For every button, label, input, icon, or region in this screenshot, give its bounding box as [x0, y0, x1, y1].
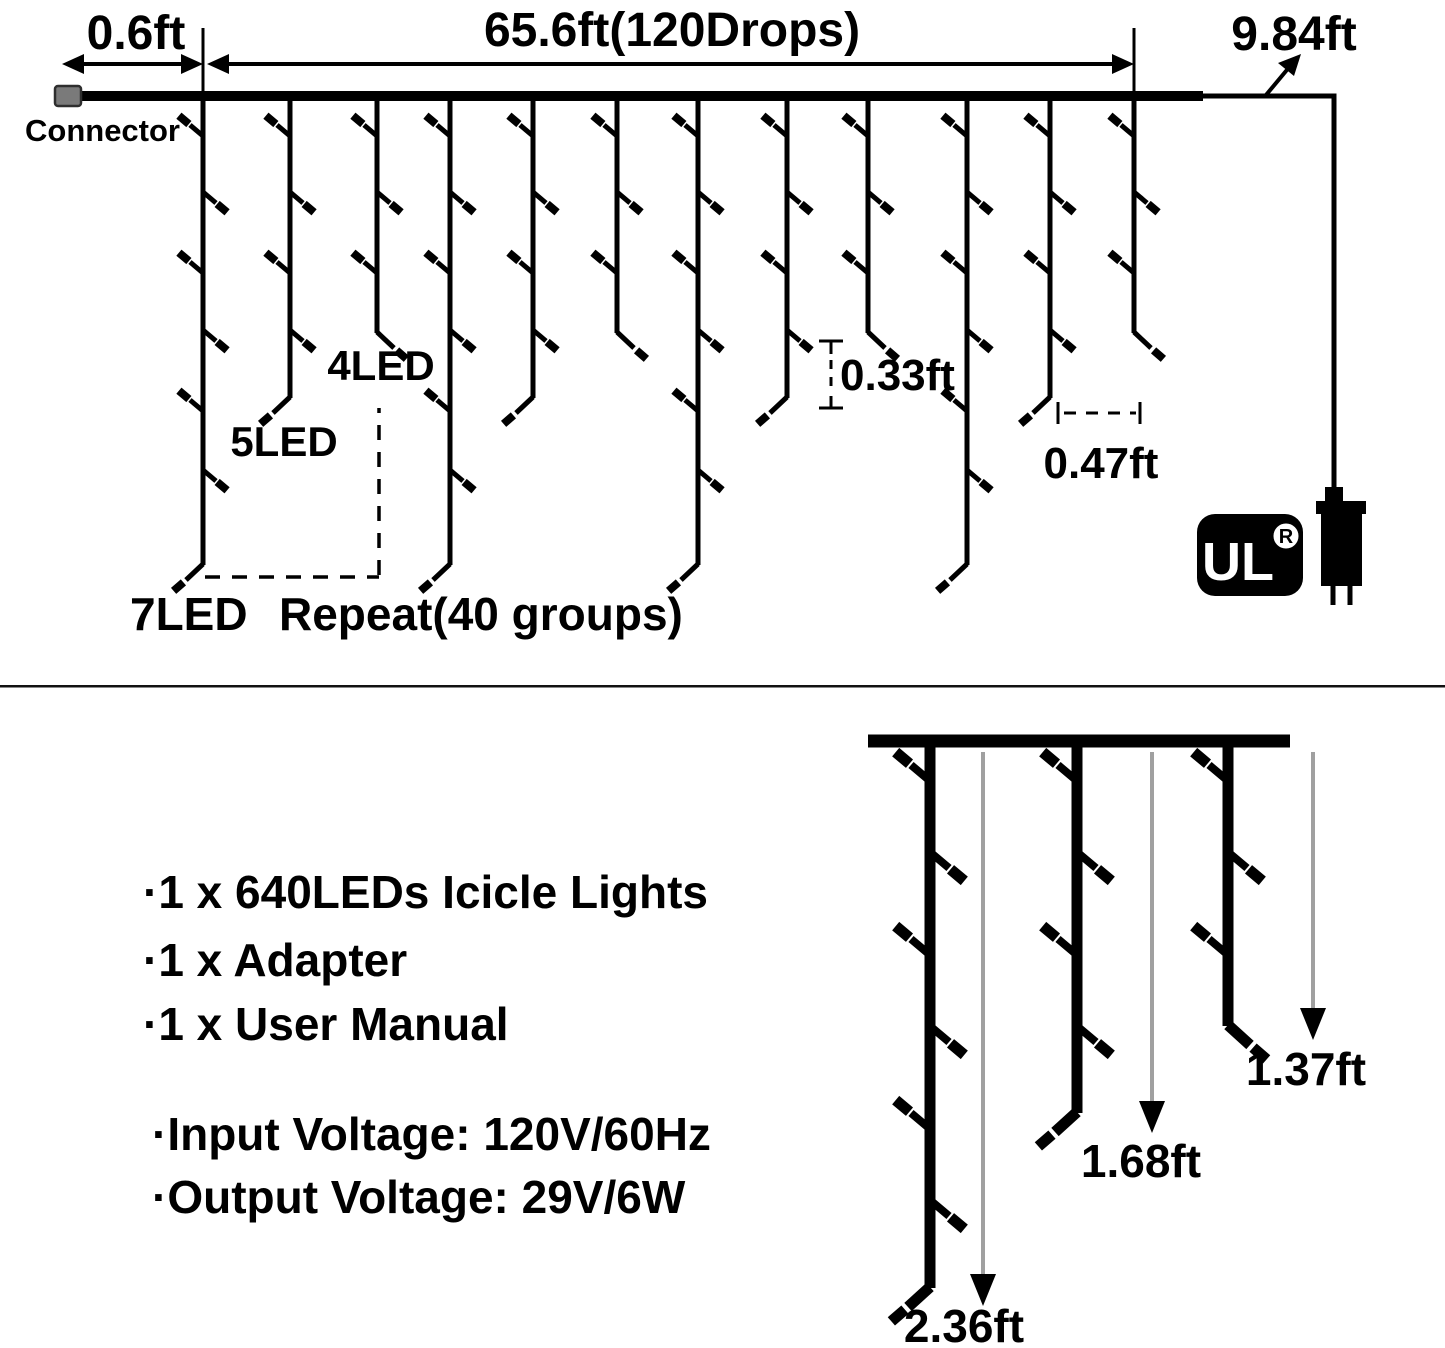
arrowhead-right-icon: [1112, 54, 1134, 74]
icicle-drop: [1034, 741, 1115, 1151]
icicle-drop: [350, 96, 410, 362]
drop-length-label: 1.37ft: [1246, 1043, 1366, 1095]
dim-main-segment: [207, 54, 1134, 74]
icicle-drop: [1107, 96, 1167, 362]
package-item: ·1 x 640LEDs Icicle Lights: [143, 866, 708, 918]
drop-measure-arrow: [1139, 752, 1165, 1133]
label-7led: 7LED: [130, 588, 248, 640]
arrowhead-down-icon: [1139, 1101, 1165, 1133]
arrowhead-left-icon: [62, 54, 84, 74]
icicle-drop: [170, 96, 230, 594]
arrowhead-down-icon: [970, 1274, 996, 1306]
dim-left-segment: [62, 54, 203, 74]
package-item: ·1 x Adapter: [143, 934, 407, 986]
dim-drop-gap-marker: [1056, 402, 1142, 424]
section-divider: [0, 685, 1445, 688]
connector-label: Connector: [25, 113, 180, 148]
package-contents: ·1 x 640LEDs Icicle Lights ·1 x Adapter …: [143, 866, 711, 1223]
drop-measure-arrow: [1300, 752, 1326, 1040]
connector-icon: [53, 84, 83, 108]
icicle-drop: [934, 96, 994, 594]
lead-wire: [1203, 93, 1337, 489]
dim-lead-label: 9.84ft: [1231, 8, 1356, 61]
arrowhead-down-icon: [1300, 1008, 1326, 1040]
repeat-group-dashes: [205, 408, 381, 579]
label-repeat: Repeat(40 groups): [279, 588, 683, 640]
ul-badge: UL R: [1197, 514, 1303, 596]
package-item: ·1 x User Manual: [143, 998, 509, 1050]
icicle-drop: [665, 96, 725, 594]
icicle-drop: [590, 96, 650, 362]
drop-measure-arrow: [970, 752, 996, 1306]
registered-mark-icon: [1270, 520, 1302, 552]
icicle-drop: [841, 96, 901, 362]
drop-length-label: 1.68ft: [1081, 1135, 1201, 1187]
icicle-drop: [887, 741, 968, 1326]
spec-line: ·Output Voltage: 29V/6W: [152, 1171, 686, 1223]
icicle-drop: [754, 96, 814, 427]
label-4led: 4LED: [327, 342, 434, 389]
lead-callout-arrow: [1264, 54, 1301, 97]
icicle-drop: [500, 96, 560, 427]
dim-main-label: 65.6ft(120Drops): [484, 4, 860, 57]
dim-led-gap-label: 0.33ft: [840, 351, 955, 400]
icicle-drop: [257, 96, 317, 427]
ul-badge-label: UL: [1202, 532, 1274, 592]
arrowhead-left-icon: [207, 54, 229, 74]
dim-led-gap-marker: [819, 339, 843, 410]
icicle-drop: [1017, 96, 1077, 427]
label-5led: 5LED: [230, 418, 337, 465]
icicle-drop: [1190, 741, 1271, 1064]
plug-icon: [1316, 487, 1366, 605]
icicle-drop: [417, 96, 477, 594]
arrowhead-right-icon: [181, 54, 203, 74]
dim-left-label: 0.6ft: [87, 7, 186, 60]
drop-length-label: 2.36ft: [904, 1300, 1024, 1348]
registered-mark-letter: R: [1279, 526, 1294, 548]
spec-line: ·Input Voltage: 120V/60Hz: [152, 1108, 711, 1160]
dim-drop-gap-label: 0.47ft: [1044, 439, 1159, 488]
